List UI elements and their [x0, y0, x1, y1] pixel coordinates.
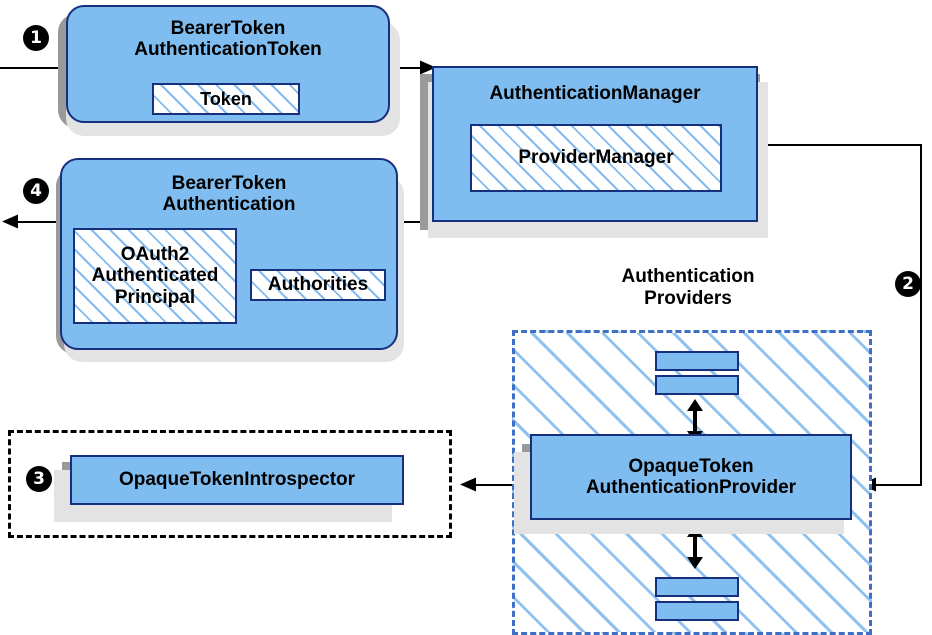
connector-manager-to-result — [395, 221, 435, 223]
node-token[interactable]: Token — [152, 83, 300, 115]
node-authentication-manager-label: AuthenticationManager — [489, 83, 701, 105]
connector-token-to-manager-arrowhead — [420, 60, 436, 75]
step-marker-3: 3 — [26, 466, 52, 492]
authentication-providers-title: Authentication Providers — [621, 266, 755, 309]
node-oauth2-authenticated-principal[interactable]: OAuth2 Authenticated Principal — [73, 228, 237, 324]
node-authentication-manager[interactable]: AuthenticationManager ProviderManager — [432, 66, 758, 222]
connector-token-to-manager-line — [388, 67, 424, 69]
connector-manager-to-rail — [758, 144, 922, 146]
step-marker-2: 2 — [895, 271, 921, 297]
node-opaque-token-authentication-provider[interactable]: OpaqueToken AuthenticationProvider — [530, 434, 852, 520]
node-opaque-token-introspector[interactable]: OpaqueTokenIntrospector — [70, 455, 404, 505]
node-bearer-token-authentication[interactable]: BearerToken Authentication OAuth2 Authen… — [60, 158, 398, 350]
node-provider-manager[interactable]: ProviderManager — [470, 124, 722, 192]
provider-slot-bar-top-2 — [655, 375, 739, 395]
node-authorities[interactable]: Authorities — [250, 269, 386, 301]
step-marker-4: 4 — [23, 178, 49, 204]
connector-request-in — [0, 67, 70, 69]
provider-slot-bar-bottom-2 — [655, 601, 739, 621]
connector-result-out-arrowhead — [2, 214, 18, 229]
connector-provider-to-introspector-arrowhead — [460, 477, 476, 492]
connector-result-out — [16, 221, 70, 223]
connector-rail-to-provider — [874, 484, 922, 486]
provider-slot-bar-bottom-1 — [655, 577, 739, 597]
node-bearer-token-authentication-token-label: BearerToken AuthenticationToken — [134, 17, 322, 60]
connector-right-rail — [920, 144, 922, 485]
connector-provider-to-introspector — [474, 484, 530, 486]
node-bearer-token-authentication-label: BearerToken Authentication — [162, 172, 296, 215]
node-bearer-token-authentication-token[interactable]: BearerToken AuthenticationToken Token — [66, 5, 390, 123]
opaque-token-introspector-group — [8, 430, 452, 538]
provider-slot-bar-top-1 — [655, 351, 739, 371]
step-marker-1: 1 — [23, 25, 49, 51]
